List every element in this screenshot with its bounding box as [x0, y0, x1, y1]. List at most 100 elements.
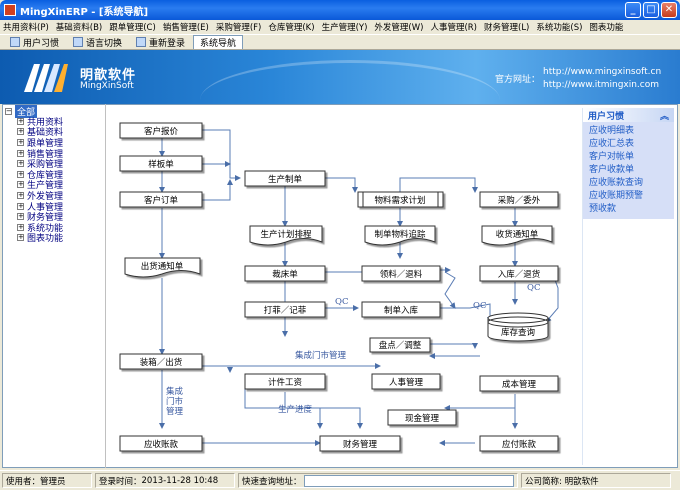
tree-item[interactable]: +共用资料 [5, 116, 102, 128]
tree-item[interactable]: +仓库管理 [5, 169, 102, 181]
diagram-node-payable[interactable]: 应付账款 [479, 435, 559, 452]
expand-icon[interactable]: + [17, 233, 24, 242]
menu-hr[interactable]: 人事管理(R) [430, 23, 477, 33]
expand-icon[interactable]: + [17, 169, 24, 178]
menu-production[interactable]: 生产管理(Y) [321, 23, 368, 33]
store-management-label: 集成 [166, 386, 184, 397]
panel-link[interactable]: 应收账款查询 [589, 178, 644, 188]
diagram-node-cash[interactable]: 现金管理 [387, 409, 457, 426]
diagram-node-receipt-notice[interactable]: 收货通知单 [481, 225, 553, 246]
panel-link[interactable]: 客户对帐单 [589, 152, 635, 162]
tree-root[interactable]: − 全部 [5, 104, 102, 118]
menu-basic-data[interactable]: 基础资料(B) [55, 23, 103, 33]
tab-relogin[interactable]: 重新登录 [130, 35, 191, 49]
status-company: 公司简称: 明歆软件 [521, 473, 671, 488]
diagram-node-material-track[interactable]: 制单物料追踪 [364, 225, 436, 246]
title-bar[interactable]: MingXinERP - [系统导航] _ □ ✕ [0, 0, 680, 20]
menu-warehouse[interactable]: 仓库管理(K) [268, 23, 315, 33]
website-link-2[interactable]: http://www.itmingxin.com [543, 80, 660, 90]
diagram-node-plan[interactable]: 生产计划排程 [249, 225, 323, 246]
tree-item[interactable]: +生产管理 [5, 180, 102, 191]
expand-icon[interactable]: + [17, 190, 24, 199]
quick-search-input[interactable] [303, 474, 514, 487]
diagram-node-bundle[interactable]: 打菲／记菲 [244, 301, 326, 318]
tree-item[interactable]: +采购管理 [5, 158, 102, 170]
diagram-node-production-order[interactable]: 生产制单 [244, 170, 326, 187]
panel-link[interactable]: 应收汇总表 [589, 139, 635, 149]
status-user: 使用者： 管理员 [2, 473, 92, 488]
menu-purchasing[interactable]: 采购管理(F) [215, 23, 262, 33]
menu-outsourcing[interactable]: 外发管理(W) [374, 23, 424, 33]
menu-finance[interactable]: 财务管理(L) [484, 23, 530, 33]
diagram-node-pick-return[interactable]: 领料／退料 [361, 265, 441, 282]
website-link-1[interactable]: http://www.mingxinsoft.cn [543, 67, 662, 77]
diagram-node-cost[interactable]: 成本管理 [479, 375, 559, 392]
panel-header[interactable]: 用户习惯 ︽ [583, 108, 674, 122]
collapse-icon[interactable]: − [5, 106, 12, 115]
diagram-node-prod-in[interactable]: 制单入库 [361, 301, 441, 318]
tree-item[interactable]: +基础资料 [5, 127, 102, 138]
tree-item-label: 财务管理 [27, 213, 64, 224]
node-label: 入库／退货 [498, 269, 541, 280]
expand-icon[interactable]: + [17, 137, 24, 146]
diagram-node-stock-query[interactable]: 库存查询 [487, 312, 549, 342]
tab-system-navigation[interactable]: 系统导航 [193, 35, 244, 49]
diagram-node-inventory[interactable]: 盘点／调整 [369, 337, 431, 353]
diagram-node-receivable[interactable]: 应收账款 [119, 435, 203, 452]
tree-item[interactable]: +销售管理 [5, 148, 102, 160]
panel-link[interactable]: 应收账期预警 [589, 191, 644, 201]
expand-icon[interactable]: + [17, 148, 24, 157]
expand-icon[interactable]: + [17, 201, 24, 210]
diagram-node-hr[interactable]: 人事管理 [371, 373, 441, 390]
menu-system[interactable]: 系统功能(S) [536, 23, 583, 33]
diagram-node-cutting[interactable]: 裁床单 [244, 265, 326, 282]
diagram-node-customer-quote[interactable]: 客户报价 [119, 122, 203, 139]
node-label: 样板单 [148, 159, 174, 170]
tree-item[interactable]: +跟单管理 [5, 137, 102, 149]
menu-charts[interactable]: 图表功能 [589, 23, 624, 33]
node-label: 应收账款 [144, 439, 179, 450]
panel-link[interactable]: 客户收款单 [589, 165, 635, 175]
expand-icon[interactable]: + [17, 159, 24, 168]
diagram-node-finance[interactable]: 财务管理 [319, 435, 401, 452]
menu-shared-data[interactable]: 共用资料(P) [3, 23, 49, 33]
diagram-node-purchase[interactable]: 采购／委外 [479, 191, 559, 208]
minimize-button[interactable]: _ [625, 2, 641, 18]
maximize-button[interactable]: □ [643, 2, 659, 18]
double-chevron-up-icon[interactable]: ︽ [659, 111, 669, 122]
tree-item[interactable]: +人事管理 [5, 201, 102, 213]
panel-link[interactable]: 预收款 [589, 204, 617, 214]
tree-item-label: 销售管理 [27, 149, 64, 160]
diagram-node-in-out[interactable]: 入库／退货 [479, 265, 559, 282]
node-label: 生产计划排程 [260, 229, 312, 240]
node-label: 计件工资 [268, 377, 303, 388]
status-login-value: 2013-11-28 10:48 [141, 475, 219, 486]
expand-icon[interactable]: + [17, 127, 24, 136]
expand-icon[interactable]: + [17, 222, 24, 231]
expand-icon[interactable]: + [17, 212, 24, 221]
diagram-node-sample[interactable]: 样板单 [119, 155, 203, 172]
expand-icon[interactable]: + [17, 180, 24, 189]
header-banner: 明歆软件 MingXinSoft 官方网址： http://www.mingxi… [0, 50, 680, 104]
tree-item[interactable]: +系统功能 [5, 222, 102, 234]
tree-item[interactable]: +外发管理 [5, 190, 102, 202]
diagram-node-piece-wage[interactable]: 计件工资 [244, 373, 326, 390]
panel-link[interactable]: 应收明细表 [589, 126, 635, 136]
website-label: 官方网址： [495, 75, 541, 85]
close-button[interactable]: ✕ [661, 2, 677, 18]
tree-item-label: 图表功能 [27, 234, 64, 245]
tab-user-habits[interactable]: 用户习惯 [4, 35, 65, 49]
node-label: 领料／退料 [380, 269, 423, 280]
menu-order-tracking[interactable]: 跟单管理(C) [109, 23, 156, 33]
panel-list: 应收明细表 应收汇总表 客户对帐单 客户收款单 应收账款查询 应收账期预警 预收… [583, 122, 674, 219]
menu-sales[interactable]: 销售管理(E) [162, 23, 209, 33]
diagram-node-customer-order[interactable]: 客户订单 [119, 191, 203, 208]
expand-icon[interactable]: + [17, 116, 24, 125]
diagram-node-mrp[interactable]: 物料需求计划 [357, 191, 444, 208]
diagram-node-packing[interactable]: 装箱／出货 [119, 353, 203, 370]
toolbar: 用户习惯 语言切换 重新登录 系统导航 [0, 34, 680, 50]
tree-item[interactable]: +财务管理 [5, 211, 102, 224]
tab-language[interactable]: 语言切换 [67, 35, 128, 49]
diagram-node-ship-notice[interactable]: 出货通知单 [124, 257, 201, 278]
tree-item[interactable]: +图表功能 [5, 233, 102, 244]
